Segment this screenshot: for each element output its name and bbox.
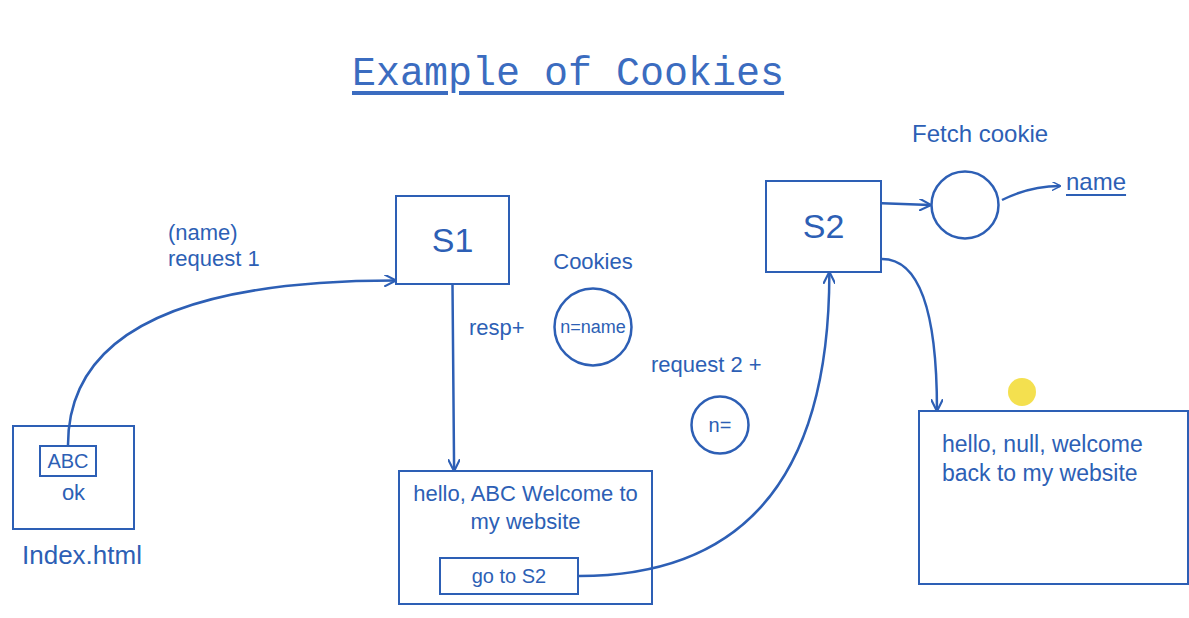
- node-body: n=name: [553, 287, 633, 367]
- diagram-title: Example of Cookies: [352, 52, 784, 97]
- connector-arrow: [882, 203, 930, 205]
- result-label: name: [1066, 168, 1126, 196]
- cursor-highlight: [1008, 378, 1036, 406]
- page-message: hello, ABC Welcome to my website: [410, 480, 641, 535]
- node-body: hello, null, welcome back to my website: [920, 412, 1187, 583]
- circle-outline: [930, 170, 1000, 240]
- node-body: go to S2: [441, 559, 577, 593]
- edge-label: resp+: [466, 315, 528, 341]
- cookie-heading: Fetch cookie: [912, 120, 1048, 149]
- page-name: Index.html: [22, 540, 142, 571]
- connector-arrow: [882, 259, 937, 410]
- node-body: ABC: [41, 447, 95, 475]
- connector-arrow: [68, 281, 395, 446]
- cookie-value: n=: [709, 413, 732, 438]
- leader-arrow: [1002, 186, 1060, 200]
- edge-label: request 2 +: [648, 352, 765, 378]
- node-body: [930, 170, 1000, 240]
- page-message: hello, null, welcome back to my website: [942, 430, 1173, 488]
- button-text: ok: [62, 479, 85, 507]
- cookie-circle: n=: [690, 395, 750, 455]
- page-box: okIndex.htmlABC: [12, 425, 135, 530]
- cookie-heading: Cookies: [533, 249, 653, 275]
- cookie-circle: n=nameCookies: [553, 287, 633, 367]
- edge-label: (name) request 1: [165, 220, 291, 273]
- server-box: S2: [765, 180, 882, 273]
- link-button: go to S2: [439, 557, 579, 595]
- node-body: S2: [767, 182, 880, 271]
- circle-shape: [692, 397, 749, 454]
- server-name: S1: [432, 219, 474, 262]
- connector-arrow: [453, 285, 455, 470]
- circle-shape: [932, 172, 999, 239]
- button-text: go to S2: [472, 564, 547, 589]
- node-body: n=: [690, 395, 750, 455]
- server-name: S2: [803, 205, 845, 248]
- cookie-value: n=name: [560, 316, 626, 339]
- cookie-circle: Fetch cookie: [930, 170, 1000, 240]
- server-box: S1: [395, 195, 510, 285]
- response-page: hello, null, welcome back to my website: [918, 410, 1189, 585]
- response-page: hello, ABC Welcome to my website go to S2: [398, 470, 653, 605]
- node-body: ok: [14, 427, 133, 528]
- node-body: S1: [397, 197, 508, 283]
- input-value: ABC: [47, 449, 88, 474]
- circle-shape: [555, 289, 632, 366]
- input-box: ABC: [39, 445, 97, 477]
